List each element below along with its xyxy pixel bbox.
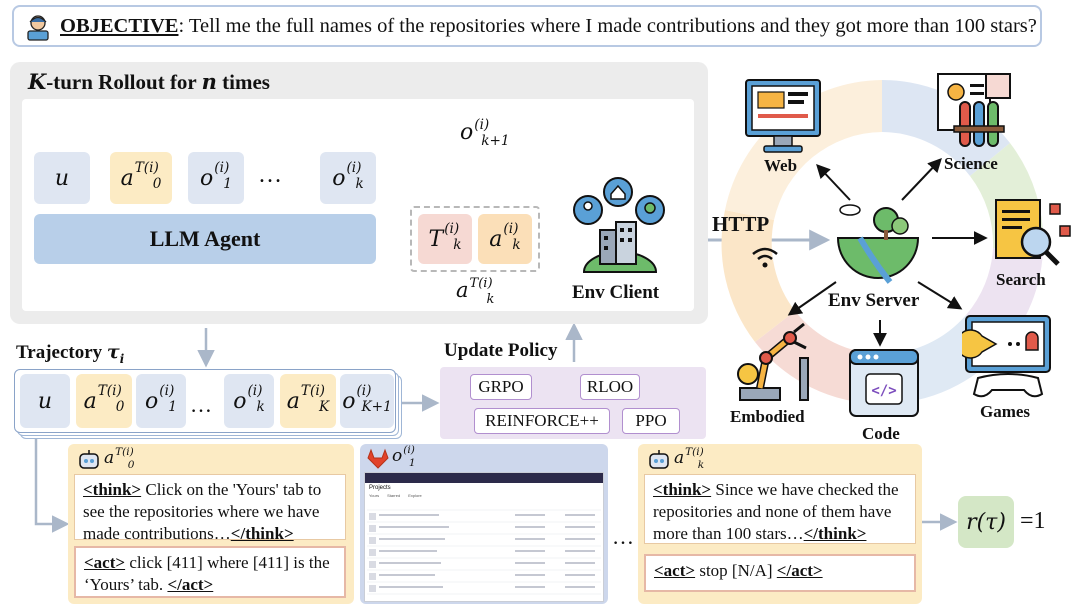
objective-text: OBJECTIVE: Tell me the full names of the…: [60, 15, 1037, 38]
robot-icon: [79, 450, 99, 469]
trajectory-title: Trajectory τi: [16, 341, 125, 367]
last-act-box: <act> stop [N/A] </act>: [644, 554, 916, 592]
embodied-icon: [737, 322, 809, 401]
web-icon: [745, 79, 821, 153]
objective-bar: OBJECTIVE: Tell me the full names of the…: [12, 5, 1042, 47]
first-step-action-label: aT(i)0: [104, 446, 135, 471]
first-think-box: <think> Click on the 'Yours' tab to see …: [74, 474, 346, 543]
user-avatar-icon: [27, 15, 49, 41]
robot-icon: [649, 450, 669, 469]
traj-ellipsis: …: [190, 392, 212, 417]
algo-reinforce-pp: REINFORCE++: [474, 408, 610, 434]
env-label-science: Science: [944, 154, 998, 173]
trajectory-to-example-arrow: [34, 434, 70, 533]
env-label-search: Search: [996, 270, 1046, 289]
env-label-embodied: Embodied: [730, 407, 805, 426]
gitlab-project-list: [367, 509, 601, 595]
algo-ppo: PPO: [622, 408, 680, 434]
code-icon: </>: [849, 349, 919, 417]
search-icon: [995, 199, 1071, 266]
rollout-title: K-turn Rollout for n times: [28, 69, 270, 94]
token-ok: o(i)k: [320, 152, 376, 204]
observation-next-label: o(i)k+1: [460, 116, 510, 150]
algo-rloo: RLOO: [580, 374, 640, 400]
gitlab-top-bar: [365, 473, 603, 483]
env-label-code: Code: [862, 424, 900, 443]
last-step-action-label: aT(i)k: [674, 446, 705, 471]
gitlab-tabs: Yours Starred Explore: [365, 493, 603, 498]
traj-token-oK1: o(i)K+1: [340, 374, 394, 428]
objective-label: OBJECTIVE: [60, 15, 179, 37]
screenshot-observation-label: o(i)1: [392, 444, 416, 469]
env-server-label: Env Server: [828, 290, 920, 311]
traj-token-ok: o(i)k: [224, 374, 274, 428]
env-server-globe-icon: [836, 204, 920, 284]
reward-function: r(τ): [958, 496, 1014, 548]
token-o1: o(i)1: [188, 152, 244, 204]
traj-token-o1: o(i)1: [136, 374, 186, 428]
env-client-label: Env Client: [572, 282, 660, 303]
env-label-games: Games: [980, 402, 1031, 421]
svg-text:</>: </>: [871, 383, 896, 399]
algo-grpo: GRPO: [470, 374, 532, 400]
token-ellipsis: …: [258, 162, 282, 188]
gitlab-tab-starred[interactable]: Starred: [387, 493, 401, 498]
objective-question: : Tell me the full names of the reposito…: [178, 15, 1037, 37]
last-think-box: <think> Since we have checked the reposi…: [644, 474, 916, 544]
examples-ellipsis: …: [612, 524, 634, 549]
gitlab-logo-icon: [367, 448, 389, 469]
gitlab-projects-header: Projects: [369, 485, 391, 491]
env-label-web: Web: [764, 156, 798, 175]
env-client-icon: [573, 177, 665, 273]
action-output-box: [410, 206, 540, 272]
games-icon: [962, 315, 1051, 398]
token-action-k: a(i)k: [478, 214, 532, 264]
gitlab-screenshot: Projects Yours Starred Explore: [364, 472, 604, 602]
wifi-icon: [752, 247, 778, 268]
token-thought-k: T(i)k: [418, 214, 472, 264]
action-k-label: aT(i)k: [456, 276, 495, 307]
science-icon: [937, 73, 1011, 147]
token-u: u: [34, 152, 90, 204]
http-label: HTTP: [712, 212, 770, 236]
llm-agent-block: LLM Agent: [34, 214, 376, 264]
reward-value: =1: [1020, 508, 1046, 534]
traj-token-u: u: [20, 374, 70, 428]
update-policy-title: Update Policy: [444, 340, 558, 361]
gitlab-tab-yours[interactable]: Yours: [369, 493, 380, 498]
first-act-box: <act> click [411] where [411] is the ‘Yo…: [74, 546, 346, 598]
gitlab-tab-explore[interactable]: Explore: [408, 493, 422, 498]
